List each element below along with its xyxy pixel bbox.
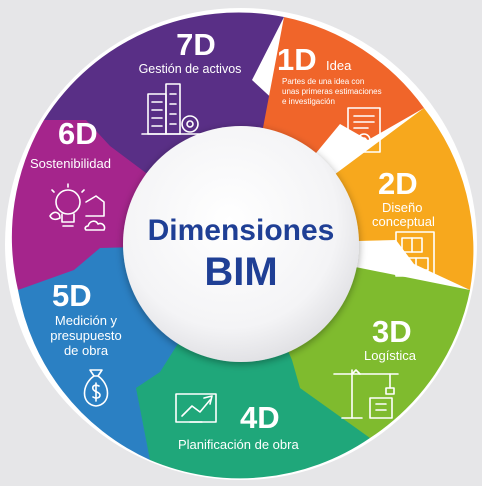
dimension-1d-desc-line1: Partes de una idea con [282, 77, 364, 86]
dimension-7d-number: 7D [176, 27, 216, 62]
growth-chart-icon [175, 393, 217, 423]
segment-2d [241, 108, 474, 290]
dimension-5d-title-line1: Medición y [55, 313, 118, 328]
dimension-1d-desc-line3: e investigación [282, 97, 335, 106]
dimension-1d-title: Idea [326, 58, 352, 73]
dimension-6d-number: 6D [58, 116, 98, 151]
dimension-5d-title-line3: de obra [64, 343, 109, 358]
document-gear-icon [347, 107, 381, 153]
dimension-2d-number: 2D [378, 166, 418, 201]
dimension-1d-desc-line2: unas primeras estimaciones [282, 87, 382, 96]
center-circle [123, 126, 359, 362]
crane-icon [333, 369, 399, 419]
dimension-1d-number: 1D [277, 42, 317, 77]
dimension-4d-title: Planificación de obra [178, 437, 299, 452]
buildings-gear-icon [141, 83, 203, 135]
dimension-5d-number: 5D [52, 278, 92, 313]
dimension-2d-title-line1: Diseño [382, 200, 422, 215]
dimension-2d-title-line2: conceptual [372, 214, 435, 229]
dimension-3d-number: 3D [372, 314, 412, 349]
dimension-7d-title: Gestión de activos [139, 62, 242, 76]
dimension-5d-title-line2: presupuesto [50, 328, 122, 343]
dimension-3d-title: Logística [364, 348, 417, 363]
dimension-6d-title: Sostenibilidad [30, 156, 111, 171]
center-title-line2: BIM [204, 250, 277, 294]
center-title-line1: Dimensiones [148, 214, 335, 247]
money-bag-icon [83, 369, 109, 407]
eco-bulb-icon [49, 183, 106, 231]
floor-plan-icon [395, 231, 435, 277]
dimension-4d-number: 4D [240, 400, 280, 435]
